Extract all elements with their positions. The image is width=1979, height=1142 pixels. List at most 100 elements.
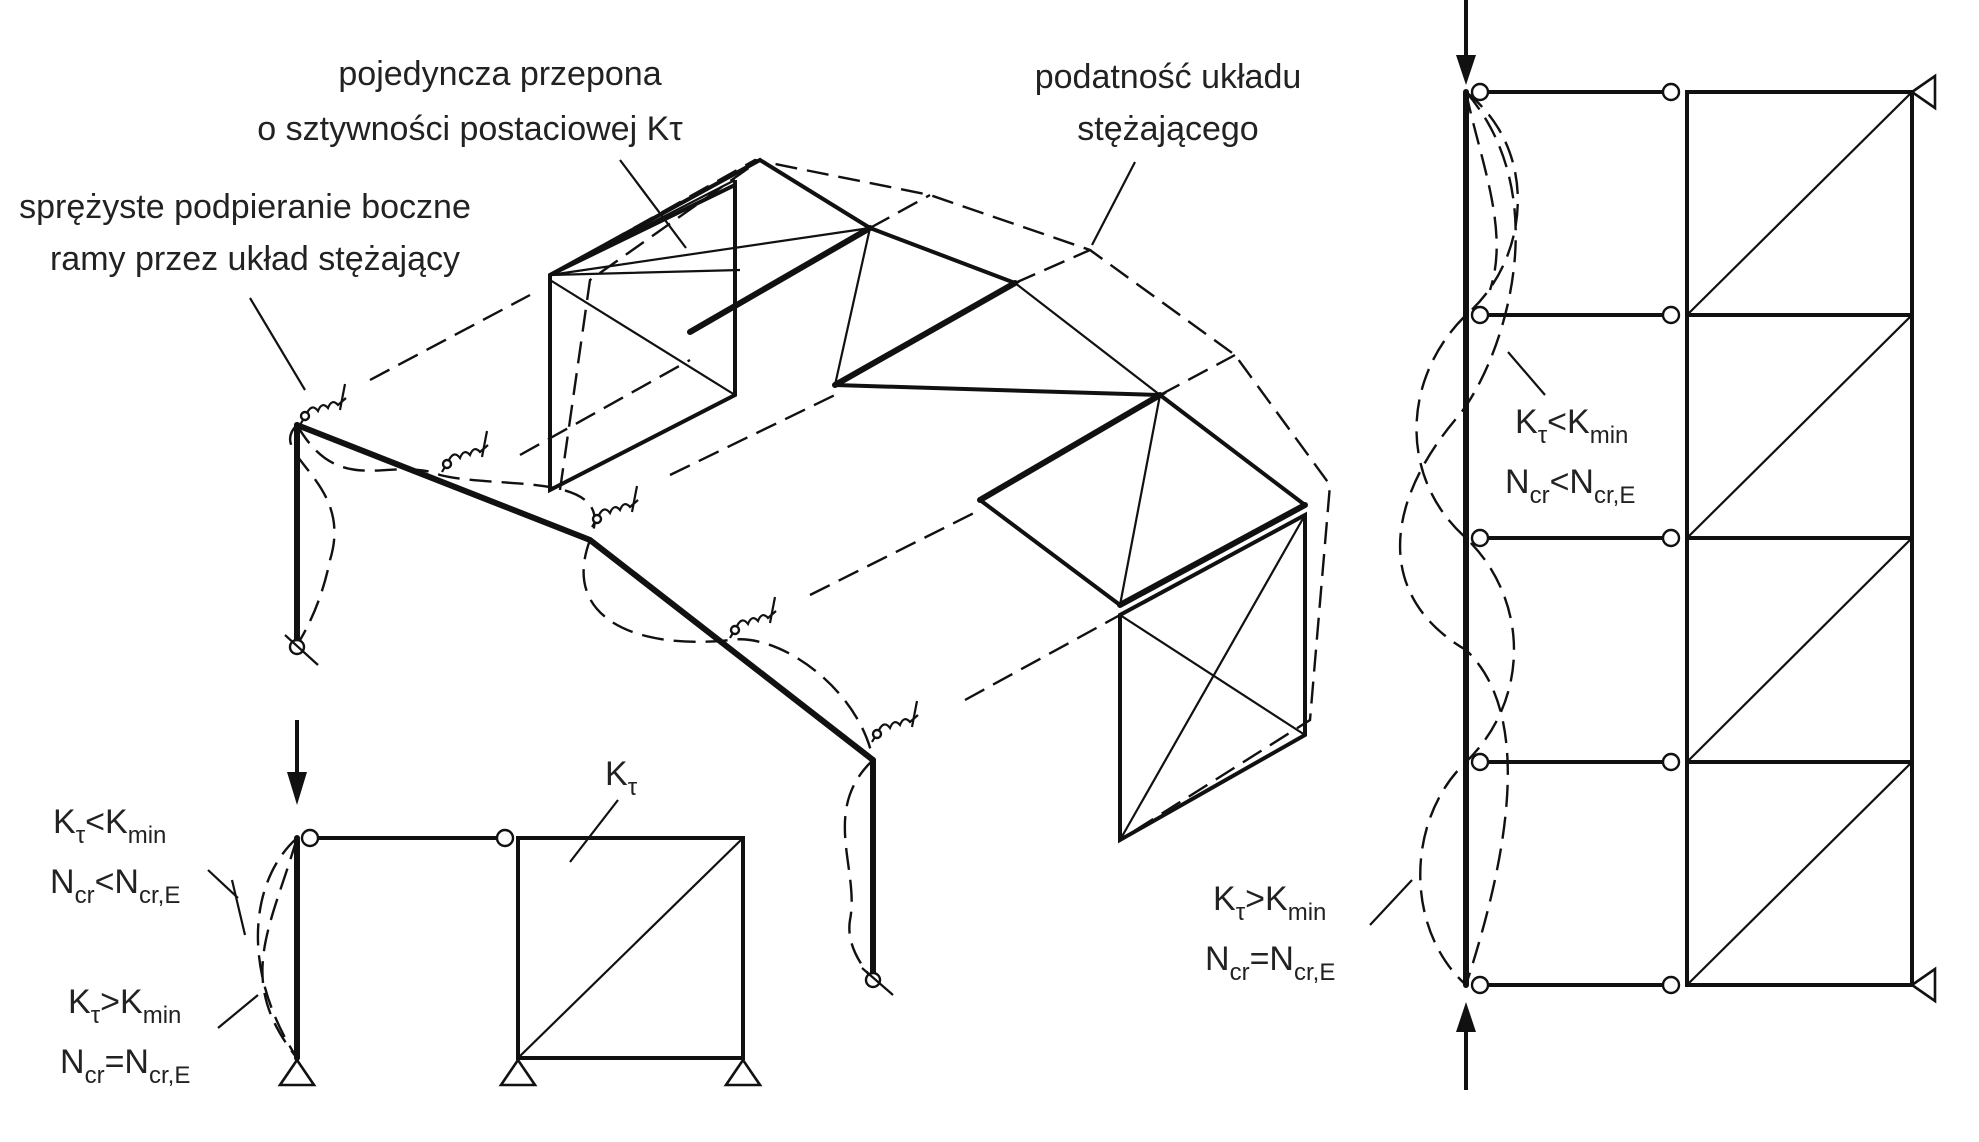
right-link-hinge-a4 xyxy=(1470,752,1490,772)
left-buckle-second xyxy=(261,837,299,1059)
deformed-purlin-links xyxy=(869,193,1236,397)
right-case-low-k: Kτ<Kmin xyxy=(1515,403,1628,449)
right-link-hinge-b3 xyxy=(1661,528,1681,548)
right-link-hinge-b1 xyxy=(1661,82,1681,102)
right-load-arrow-top-head xyxy=(1456,55,1476,85)
leader-elastic-support xyxy=(249,297,306,391)
right-truss-diagonal-2 xyxy=(1686,314,1913,539)
left-2d-frame: Kτ Kτ<Kmin Ncr<Ncr,E Kτ>Kmin Ncr=Ncr,E xyxy=(50,720,763,1089)
right-link-hinge-a3 xyxy=(1470,528,1490,548)
left-load-arrow-head xyxy=(287,772,307,805)
left-ktau-label: Kτ xyxy=(605,755,638,801)
spring-4-coil xyxy=(729,610,777,639)
spring-4-anchor xyxy=(768,596,777,624)
left-column-support xyxy=(277,1057,317,1087)
label-single-diaphragm-line1: pojedyncza przepona xyxy=(338,55,661,93)
spring-4 xyxy=(729,596,777,639)
roof-plane-1 xyxy=(549,157,874,334)
left-diaphragm-support-2 xyxy=(723,1057,763,1087)
spring-3-coil xyxy=(591,499,639,528)
label-bracing-flex-line2: stężającego xyxy=(1077,110,1258,148)
right-case-high-n: Ncr=Ncr,E xyxy=(1205,940,1335,986)
right-truss-diagonal-3 xyxy=(1686,537,1913,763)
connector-3 xyxy=(669,393,836,477)
spring-2-anchor xyxy=(480,430,489,458)
spring-4-end xyxy=(729,624,741,636)
frame-buckle-right xyxy=(843,759,875,981)
label-bracing-flexibility: podatność układu stężającego xyxy=(1035,58,1302,246)
spring-1 xyxy=(299,383,347,426)
purlin-4 xyxy=(1117,502,1308,608)
roof-plane-4-edge xyxy=(978,393,1307,607)
connector-1 xyxy=(369,293,531,382)
right-link-hinge-a5 xyxy=(1470,975,1490,995)
label-single-diaphragm-line2: o sztywności postaciowej Kτ xyxy=(257,110,683,148)
left-buckle-tick xyxy=(230,879,247,936)
purlin-1 xyxy=(687,225,873,335)
right-case-high-k: Kτ>Kmin xyxy=(1213,880,1326,926)
frame-left-base-line xyxy=(284,634,319,666)
label-bracing-flex-line1: podatność układu xyxy=(1035,58,1302,96)
left-link-hinge xyxy=(495,828,515,848)
spring-1-anchor xyxy=(338,383,347,411)
spring-3-end xyxy=(591,513,603,525)
label-single-diaphragm: pojedyncza przepona o sztywności postaci… xyxy=(257,55,687,249)
spring-2-end xyxy=(441,458,453,470)
right-truss-support-bottom xyxy=(1909,966,1937,1004)
right-truss-diagonal-1 xyxy=(1686,91,1913,316)
bracing-system xyxy=(548,157,1308,844)
spring-3-anchor xyxy=(630,485,639,513)
right-leader-low xyxy=(1507,351,1546,396)
leader-bracing-flexibility xyxy=(1091,161,1136,246)
spring-3 xyxy=(591,485,639,528)
left-case-high-n: Ncr=Ncr,E xyxy=(60,1043,190,1089)
left-buckle-half-wave xyxy=(256,837,299,1059)
right-buckle-top-tail xyxy=(1464,91,1498,291)
connector-2 xyxy=(519,358,691,457)
spring-1-end xyxy=(299,410,311,422)
roof-plane-1-diagonals xyxy=(549,226,871,277)
left-case-low-k: Kτ<Kmin xyxy=(53,803,166,849)
right-link-hinge-b2 xyxy=(1661,305,1681,325)
isometric-structure xyxy=(284,157,1332,996)
right-link-hinge-b4 xyxy=(1661,752,1681,772)
right-buckle-multiwave xyxy=(1415,91,1519,986)
left-ktau-leader xyxy=(569,799,619,863)
deformed-bracing-outline xyxy=(549,158,1332,842)
left-diaphragm-diagonal xyxy=(517,837,744,1059)
right-buckle-wave-2 xyxy=(1398,91,1517,986)
right-load-arrow-bottom-head xyxy=(1456,1002,1476,1032)
spring-5 xyxy=(871,700,919,743)
left-leader-high xyxy=(217,994,259,1029)
connector-4 xyxy=(809,508,981,597)
right-leader-high xyxy=(1369,879,1413,926)
right-truss-diagonal-4 xyxy=(1686,761,1913,986)
frame-right-base-line xyxy=(861,967,894,996)
label-elastic-support: sprężyste podpieranie boczne ramy przez … xyxy=(19,188,471,391)
roof-plane-2-diagonals xyxy=(833,227,1016,386)
right-bracing-truss xyxy=(1685,73,1937,1004)
frame-right-base-hinge xyxy=(864,971,882,989)
right-truss-support-top xyxy=(1909,73,1937,111)
left-case-high-k: Kτ>Kmin xyxy=(68,983,181,1029)
spring-2-coil xyxy=(441,444,489,473)
frame-buckle-rafter xyxy=(295,424,875,761)
leader-single-diaphragm xyxy=(619,159,687,249)
right-link-hinge-a2 xyxy=(1470,305,1490,325)
right-link-hinge-b5 xyxy=(1661,975,1681,995)
connector-5 xyxy=(964,613,1121,702)
roof-plane-3-diagonals xyxy=(834,282,1161,397)
spring-5-coil xyxy=(871,714,919,743)
left-case-low-n: Ncr<Ncr,E xyxy=(50,863,180,909)
purlin-3 xyxy=(977,392,1163,503)
spring-5-anchor xyxy=(910,700,919,728)
frame-rafter xyxy=(294,422,876,763)
gable-frame-front-diagonals xyxy=(1119,514,1306,841)
spring-1-coil xyxy=(299,397,347,426)
spring-2 xyxy=(441,430,489,473)
left-leader-low xyxy=(207,869,239,899)
portal-frame xyxy=(284,422,894,996)
roof-plane-4-diagonal xyxy=(1118,394,1162,606)
